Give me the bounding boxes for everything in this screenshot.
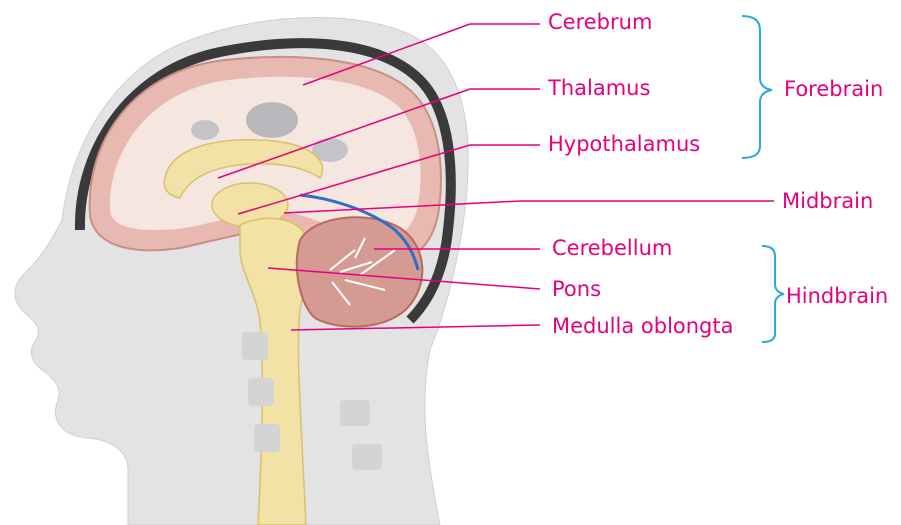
label-hypothalamus: Hypothalamus <box>548 132 700 156</box>
label-hindbrain: Hindbrain <box>786 284 888 308</box>
hindbrain-bracket <box>762 246 784 342</box>
label-thalamus: Thalamus <box>548 76 650 100</box>
forebrain-bracket <box>742 16 772 158</box>
vertebra <box>254 424 280 452</box>
label-cerebellum: Cerebellum <box>552 236 672 260</box>
label-forebrain: Forebrain <box>784 77 883 101</box>
ventricle <box>246 102 298 138</box>
label-midbrain: Midbrain <box>782 189 873 213</box>
vertebra <box>248 378 274 406</box>
vertebra <box>340 400 370 426</box>
vertebra <box>352 444 382 470</box>
label-pons: Pons <box>552 277 601 301</box>
vertebra <box>242 332 268 360</box>
ventricle <box>191 120 219 140</box>
label-cerebrum: Cerebrum <box>548 10 652 34</box>
label-medulla-oblongata: Medulla oblongta <box>552 314 734 338</box>
